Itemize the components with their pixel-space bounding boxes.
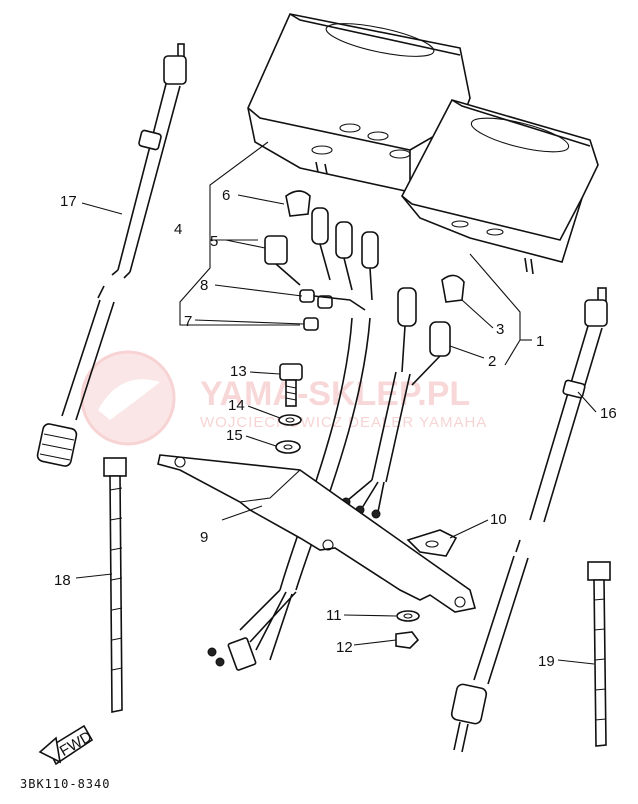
callout-11: 11 [326, 607, 342, 624]
callout-leaders [75, 194, 597, 665]
washer-15 [275, 440, 301, 454]
speedometer-cable-17 [36, 43, 187, 467]
nut-12 [395, 631, 420, 649]
callout-16: 16 [600, 405, 617, 422]
callout-18: 18 [54, 572, 71, 589]
watermark-logo [80, 350, 176, 446]
washer-11 [396, 610, 420, 622]
callout-17: 17 [60, 193, 77, 210]
wiring-harness-main [207, 317, 371, 671]
damper-10 [406, 529, 458, 557]
callout-10: 10 [490, 511, 507, 528]
callout-5: 5 [210, 233, 218, 250]
callout-6: 6 [222, 187, 230, 204]
callout-14: 14 [228, 397, 245, 414]
callout-15: 15 [226, 427, 243, 444]
callout-8: 8 [200, 277, 208, 294]
fwd-arrow-icon: FWD [38, 724, 95, 766]
callout-12: 12 [336, 639, 353, 656]
indicator-parts-7-8 [299, 289, 366, 331]
callout-9: 9 [200, 529, 208, 546]
group-brackets [179, 141, 532, 366]
watermark-tagline: WOJCIECHOWICZ DEALER YAMAHA [200, 414, 487, 431]
cable-tie-18 [103, 457, 127, 713]
callout-3: 3 [496, 321, 504, 338]
callout-7: 7 [184, 313, 192, 330]
callout-19: 19 [538, 653, 555, 670]
watermark-brand: YAMA-SKLEP.PL [200, 375, 470, 413]
callout-4: 4 [174, 221, 182, 238]
cable-tie-19 [587, 561, 611, 747]
tachometer-cable-16 [450, 287, 608, 753]
bulb-3 [441, 274, 465, 303]
meter-bracket-9 [157, 454, 477, 613]
bulb-sockets-2 [397, 287, 451, 386]
washer-14 [278, 414, 302, 426]
bolt-13 [279, 363, 303, 407]
callout-13: 13 [230, 363, 247, 380]
callout-2: 2 [488, 353, 496, 370]
bulb-6 [285, 190, 311, 217]
meter-assembly-right [401, 99, 599, 275]
watermark: YAMA-SKLEP.PL WOJCIECHOWICZ DEALER YAMAH… [80, 350, 487, 446]
meter-assembly-left [247, 13, 471, 193]
callout-1: 1 [536, 333, 544, 350]
callout-labels: 1 2 3 4 5 6 7 8 9 10 11 12 13 14 15 16 1… [54, 187, 617, 670]
drawing-code: 3BK110-8340 [20, 777, 110, 791]
bulb-sockets-5 [264, 207, 379, 301]
